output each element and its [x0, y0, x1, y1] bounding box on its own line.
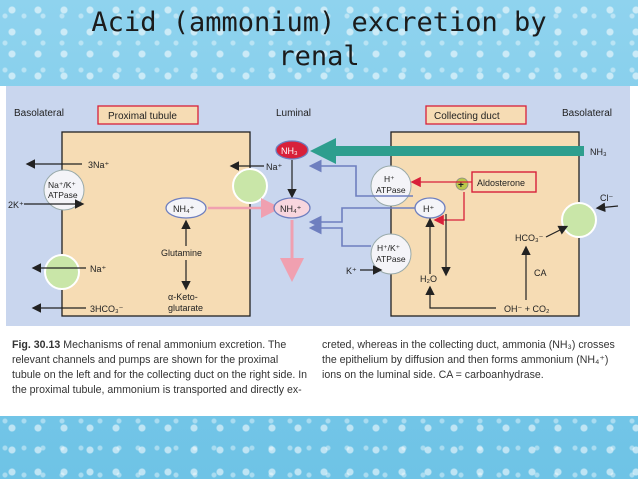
h-atpase-h-label: H⁺ [384, 174, 395, 184]
nh4-cell-oval [165, 197, 207, 219]
nh3-diffusion-arrow [310, 138, 584, 164]
hk-atpase-pump [370, 233, 412, 275]
proximal-basolateral-transporter [44, 254, 80, 290]
proximal-luminal-transporter [232, 168, 268, 204]
nh4-lumen-oval [273, 197, 311, 219]
nh3-lumen-oval [275, 140, 309, 160]
caption-left-text: Mechanisms of renal ammonium excretion. … [12, 339, 308, 396]
arrow-hco3-to-transporter [545, 225, 569, 238]
aldosterone-plus-icon [455, 177, 469, 191]
na-luminal-label: Na⁺ [266, 162, 283, 172]
nh4-lumen-label: NH₄⁺ [280, 204, 302, 214]
proximal-tubule-cell [61, 131, 251, 317]
plus-sign: + [458, 180, 464, 191]
k-plus-label: K⁺ [346, 266, 357, 276]
arrow-oh-to-h2o [425, 285, 496, 309]
renal-ammonium-diagram: Basolateral Proximal tubule Luminal Coll… [6, 86, 630, 326]
h-center-label: H⁺ [423, 204, 434, 214]
keto-label-1: α-Keto- [168, 292, 198, 302]
hk-atpase-label-2: ATPase [376, 254, 406, 264]
glutamine-label: Glutamine [161, 248, 202, 258]
collecting-basolateral-transporter [561, 202, 597, 238]
nh3-lumen-label: NH₃ [281, 146, 298, 156]
oh-co2-label: OH⁻ + CO₂ [504, 304, 550, 314]
nh4-cell-label: NH₄⁺ [173, 204, 195, 214]
figure-panel: Basolateral Proximal tubule Luminal Coll… [0, 86, 638, 416]
arrow-h-via-h-atpase [308, 159, 413, 197]
caption-left: Fig. 30.13 Mechanisms of renal ammonium … [12, 338, 308, 398]
caption-right: creted, whereas in the collecting duct, … [322, 338, 626, 383]
ca-label: CA [534, 268, 547, 278]
arrow-cl-in [595, 202, 619, 213]
hk-atpase-label: H⁺/K⁺ [377, 243, 401, 253]
arrow-h-center-to-lumen [308, 207, 416, 229]
nak-atpase-pump [43, 169, 85, 211]
slide-title-line1: Acid (ammonium) excretion by [91, 7, 547, 38]
arrow-h-via-hk-atpase [308, 221, 371, 247]
figure-number: Fig. 30.13 [12, 339, 61, 351]
nak-atpase-label: Na⁺/K⁺ [48, 180, 76, 190]
aldosterone-to-hk-atpase [433, 192, 465, 226]
h2o-label: H₂O [420, 274, 437, 284]
collecting-duct-label: Collecting duct [434, 111, 500, 122]
caption-right-text: creted, whereas in the collecting duct, … [322, 339, 615, 381]
atpase-left-label: ATPase [48, 190, 78, 200]
collecting-duct-header [425, 105, 527, 125]
na-left-label: Na⁺ [90, 264, 107, 274]
hco3-label: HCO₃⁻ [515, 233, 544, 243]
3na-label: 3Na⁺ [88, 160, 110, 170]
proximal-tubule-label: Proximal tubule [108, 111, 177, 122]
keto-label-2: glutarate [168, 303, 203, 313]
collecting-duct-cell [390, 131, 580, 317]
basolateral-right-label: Basolateral [562, 108, 612, 119]
3hco3-label: 3HCO₃⁻ [90, 304, 124, 314]
h-atpase-label: ATPase [376, 185, 406, 195]
luminal-label: Luminal [276, 108, 311, 119]
basolateral-left-label: Basolateral [14, 108, 64, 119]
nh3-right-label: NH₃ [590, 147, 607, 157]
aldosterone-label: Aldosterone [477, 178, 525, 188]
slide-title: Acid (ammonium) excretion by renal [0, 6, 638, 74]
proximal-tubule-header [97, 105, 199, 125]
cl-label: Cl⁻ [600, 193, 613, 203]
2k-label: 2K⁺ [8, 200, 24, 210]
slide-title-line2: renal [278, 41, 360, 72]
